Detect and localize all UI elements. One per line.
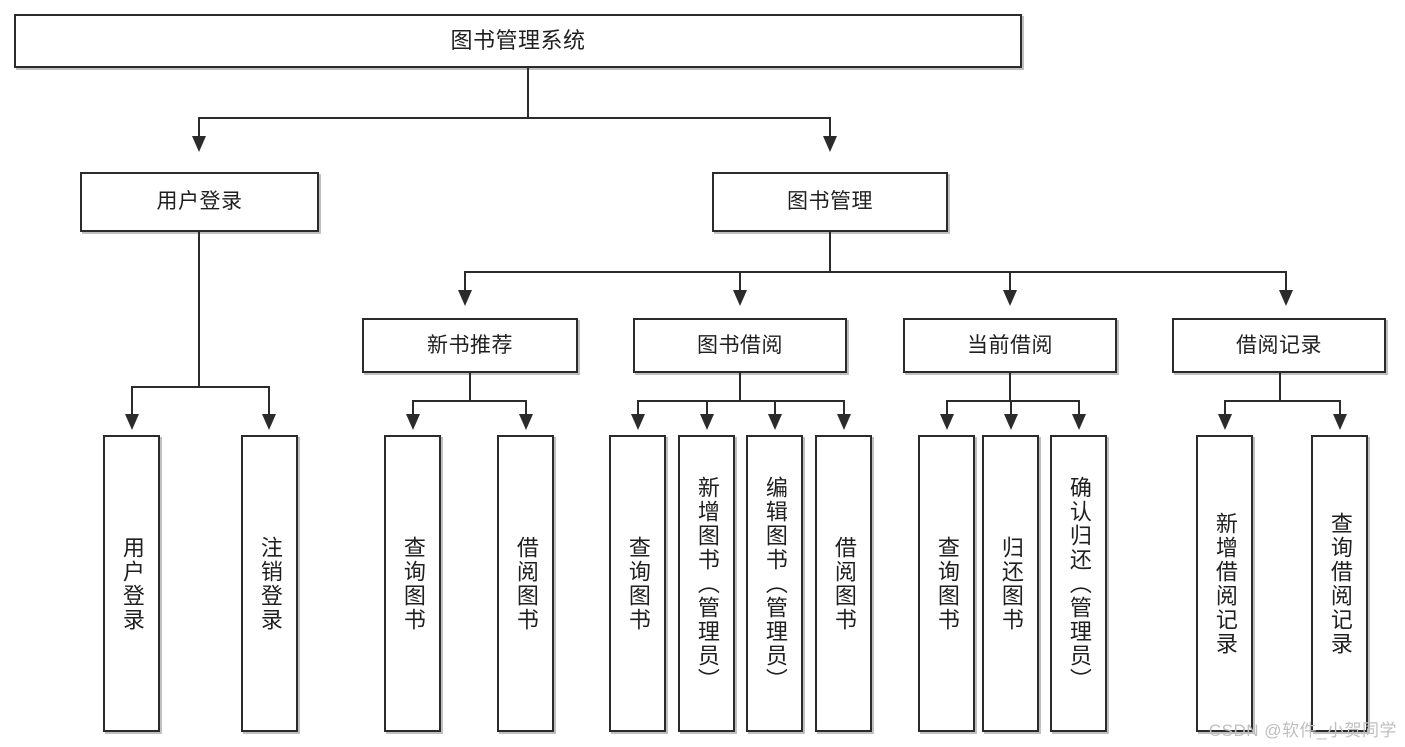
node-label: 当前借阅 — [967, 333, 1053, 357]
connector-to-book-borrow — [739, 271, 741, 292]
connector-book-borrow-drop-1 — [637, 400, 639, 416]
connector-new-book-bus — [412, 400, 527, 402]
node-label: 借阅记录 — [1236, 333, 1322, 357]
node-leaf-confirm-return[interactable]: 确认归还（管理员） — [1050, 435, 1107, 732]
node-label: 图书管理系统 — [450, 27, 586, 53]
node-label: 确认归还（管理员） — [1066, 475, 1092, 692]
connector-root-stem — [527, 68, 529, 118]
arrowhead-leaf-add-book — [700, 414, 714, 430]
arrowhead-borrow-record — [1279, 290, 1293, 306]
node-label: 借阅图书 — [831, 535, 857, 632]
arrowhead-user-login — [192, 136, 206, 152]
connector-book-borrow-drop-4 — [843, 400, 845, 416]
connector-borrow-record-drop-2 — [1339, 400, 1341, 416]
node-leaf-return-book[interactable]: 归还图书 — [982, 435, 1039, 732]
connector-current-borrow-drop-3 — [1078, 400, 1080, 416]
node-book-borrow[interactable]: 图书借阅 — [633, 318, 847, 373]
connector-current-borrow-stem — [1009, 373, 1011, 401]
node-leaf-edit-book[interactable]: 编辑图书（管理员） — [746, 435, 803, 732]
node-leaf-add-book[interactable]: 新增图书（管理员） — [678, 435, 735, 732]
connector-user-login-drop-2 — [268, 386, 270, 416]
connector-user-login-drop-1 — [131, 386, 133, 416]
connector-user-login-stem — [198, 232, 200, 387]
connector-book-borrow-drop-2 — [706, 400, 708, 416]
node-user-login[interactable]: 用户登录 — [80, 172, 319, 232]
connector-root-bus — [198, 117, 830, 119]
arrowhead-leaf-edit-book — [768, 414, 782, 430]
arrowhead-leaf-query-book-1 — [406, 414, 420, 430]
arrowhead-leaf-confirm-return — [1072, 414, 1086, 430]
node-leaf-query-book-new-recommend[interactable]: 查询图书 — [384, 435, 441, 732]
connector-current-borrow-drop-2 — [1010, 400, 1012, 416]
arrowhead-leaf-user-login — [125, 414, 139, 430]
node-label: 编辑图书（管理员） — [762, 475, 788, 692]
node-leaf-add-borrow-record[interactable]: 新增借阅记录 — [1196, 435, 1253, 732]
arrowhead-book-manage — [823, 136, 837, 152]
node-label: 查询图书 — [934, 535, 960, 632]
node-leaf-user-login[interactable]: 用户登录 — [103, 435, 160, 732]
connector-current-borrow-drop-1 — [946, 400, 948, 416]
arrowhead-current-borrow — [1003, 290, 1017, 306]
node-label: 新增借阅记录 — [1212, 511, 1238, 656]
node-leaf-logout-login[interactable]: 注销登录 — [241, 435, 298, 732]
node-label: 查询图书 — [400, 535, 426, 632]
node-label: 新增图书（管理员） — [694, 475, 720, 692]
node-book-manage[interactable]: 图书管理 — [712, 172, 948, 232]
arrowhead-book-borrow — [733, 290, 747, 306]
connector-book-manage-stem — [829, 232, 831, 272]
connector-borrow-record-stem — [1279, 373, 1281, 401]
connector-to-user-login — [198, 117, 200, 139]
connector-book-borrow-drop-3 — [774, 400, 776, 416]
connector-to-book-manage — [829, 117, 831, 139]
connector-current-borrow-bus — [946, 400, 1080, 402]
node-current-borrow[interactable]: 当前借阅 — [903, 318, 1117, 373]
arrowhead-leaf-borrow-book-2 — [837, 414, 851, 430]
arrowhead-leaf-borrow-book-1 — [519, 414, 533, 430]
node-label: 注销登录 — [257, 535, 283, 632]
node-leaf-query-borrow-record[interactable]: 查询借阅记录 — [1311, 435, 1368, 732]
node-leaf-query-book-borrow[interactable]: 查询图书 — [609, 435, 666, 732]
node-label: 查询图书 — [625, 535, 651, 632]
node-leaf-query-book-current[interactable]: 查询图书 — [918, 435, 975, 732]
node-label: 图书管理 — [787, 190, 873, 214]
node-root-book-management-system[interactable]: 图书管理系统 — [14, 14, 1022, 68]
connector-user-login-bus — [131, 386, 269, 388]
node-label: 图书借阅 — [697, 333, 783, 357]
node-label: 新书推荐 — [427, 333, 513, 357]
arrowhead-leaf-logout-login — [262, 414, 276, 430]
arrowhead-leaf-query-book-3 — [940, 414, 954, 430]
node-label: 借阅图书 — [513, 535, 539, 632]
node-label: 查询借阅记录 — [1327, 511, 1353, 656]
connector-to-current-borrow — [1009, 271, 1011, 292]
arrowhead-new-book-recommend — [458, 290, 472, 306]
connector-to-borrow-record — [1285, 271, 1287, 292]
connector-book-manage-bus — [464, 271, 1286, 273]
connector-new-book-drop-2 — [525, 400, 527, 416]
connector-borrow-record-bus — [1224, 400, 1341, 402]
node-borrow-record[interactable]: 借阅记录 — [1172, 318, 1386, 373]
node-label: 用户登录 — [156, 190, 243, 214]
connector-new-book-drop-1 — [412, 400, 414, 416]
node-leaf-borrow-book-borrow[interactable]: 借阅图书 — [815, 435, 872, 732]
arrowhead-leaf-return-book — [1004, 414, 1018, 430]
node-new-book-recommend[interactable]: 新书推荐 — [362, 318, 578, 373]
connector-new-book-stem — [469, 373, 471, 401]
arrowhead-leaf-query-record — [1333, 414, 1347, 430]
watermark-text: CSDN @软件_小贺同学 — [1208, 721, 1397, 740]
connector-book-borrow-bus — [637, 400, 844, 402]
connector-to-new-book-recommend — [464, 271, 466, 292]
node-label: 归还图书 — [998, 535, 1024, 632]
node-label: 用户登录 — [119, 535, 145, 632]
arrowhead-leaf-query-book-2 — [631, 414, 645, 430]
connector-borrow-record-drop-1 — [1224, 400, 1226, 416]
arrowhead-leaf-add-record — [1218, 414, 1232, 430]
connector-book-borrow-stem — [739, 373, 741, 401]
node-leaf-borrow-book-new-recommend[interactable]: 借阅图书 — [497, 435, 554, 732]
